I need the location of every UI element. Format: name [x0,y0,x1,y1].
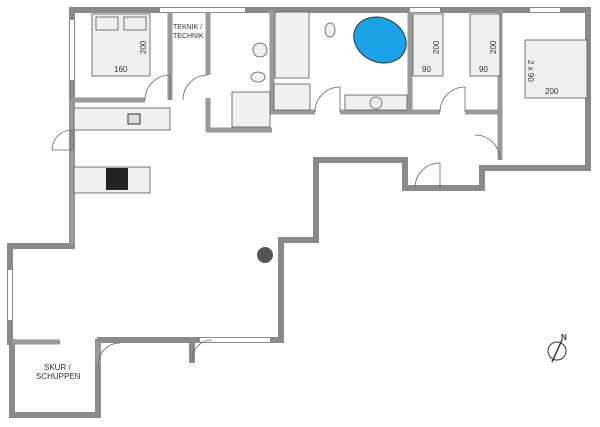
exterior-wall [7,7,591,418]
kitchen-counter [73,107,171,131]
washbasin-icon [369,96,383,110]
twin-beds [524,39,588,99]
windows [8,8,560,342]
bed-width-label: 2 x 90 [526,60,535,82]
bed-width-label: 90 [479,65,488,74]
toilet-icon [324,22,336,38]
bed-width-label: 90 [422,65,431,74]
sink-icon [127,113,141,125]
fireplace-icon [257,247,273,263]
shed-label-1: SKUR / [44,363,71,372]
doors [51,74,501,366]
compass-label: N [561,333,567,342]
shed-label-2: SCHUPPEN [36,372,81,381]
bed-length-label: 200 [432,40,441,54]
shower-right [273,83,311,111]
double-bed [91,13,151,77]
bed-width-label: 160 [114,65,128,74]
technik-label: TEKNIK / TECHNIK [173,24,204,40]
shower-left [231,91,271,128]
bed-length-label: 200 [545,87,559,96]
washbasin-icon [252,42,268,58]
bed-length-label: 200 [139,40,148,54]
interior-walls [12,10,503,365]
single-bed [412,13,444,77]
sauna-bench [274,11,310,79]
stove-icon [106,168,128,190]
bed-length-label: 200 [489,40,498,54]
bathtub [353,16,407,64]
single-bed [469,13,501,77]
toilet-icon [250,71,266,83]
compass-icon [547,339,567,363]
